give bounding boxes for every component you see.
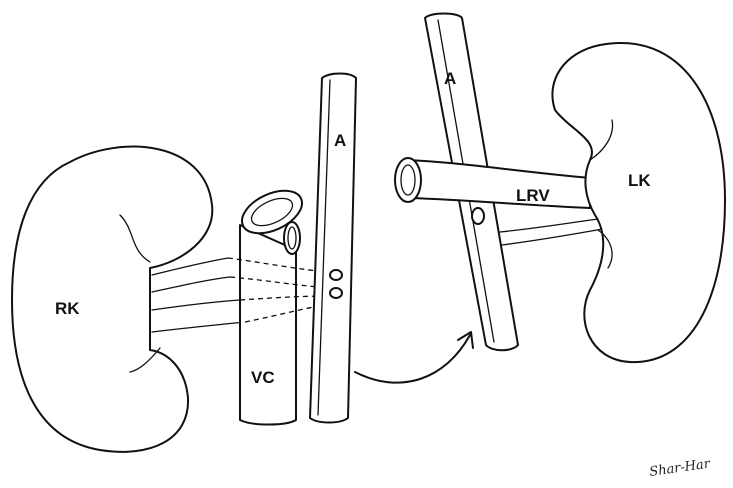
transfer-arrow	[354, 334, 471, 384]
right-renal-vessel-lower	[151, 299, 246, 333]
label-aorta-left: A	[334, 131, 346, 150]
vena-cava-lumen	[250, 197, 294, 227]
left-renal-vein	[404, 159, 591, 209]
vena-cava	[239, 224, 297, 426]
vena-cava-side-lumen	[287, 226, 297, 250]
artist-signature: Shar-Har	[648, 457, 711, 480]
vena-cava-cut-top	[241, 189, 303, 235]
left-kidney-hilum-detail	[589, 119, 614, 269]
label-left-kidney: LK	[628, 171, 651, 190]
right-kidney-hilum-detail	[119, 214, 161, 373]
left-renal-artery	[499, 217, 609, 246]
left-renal-vein-cut-end	[394, 157, 422, 203]
label-left-renal-vein: LRV	[516, 186, 550, 205]
aorta-right-ostium	[471, 207, 485, 225]
right-kidney	[11, 145, 214, 453]
aorta-segment-left-inner	[317, 79, 331, 416]
label-aorta-right: A	[444, 69, 456, 88]
aorta-left-ostium-2	[329, 287, 343, 299]
transfer-arrowhead	[457, 331, 474, 349]
vena-cava-side-opening	[283, 221, 301, 255]
right-renal-vessel-upper	[151, 257, 231, 293]
label-vena-cava: VC	[251, 368, 275, 387]
aorta-segment-left	[309, 72, 357, 424]
dashed-artery-lower-2	[244, 303, 331, 323]
aorta-left-ostium-1	[329, 269, 343, 281]
left-renal-vein-lumen	[400, 164, 416, 196]
left-kidney	[551, 42, 726, 364]
label-right-kidney: RK	[55, 299, 80, 318]
